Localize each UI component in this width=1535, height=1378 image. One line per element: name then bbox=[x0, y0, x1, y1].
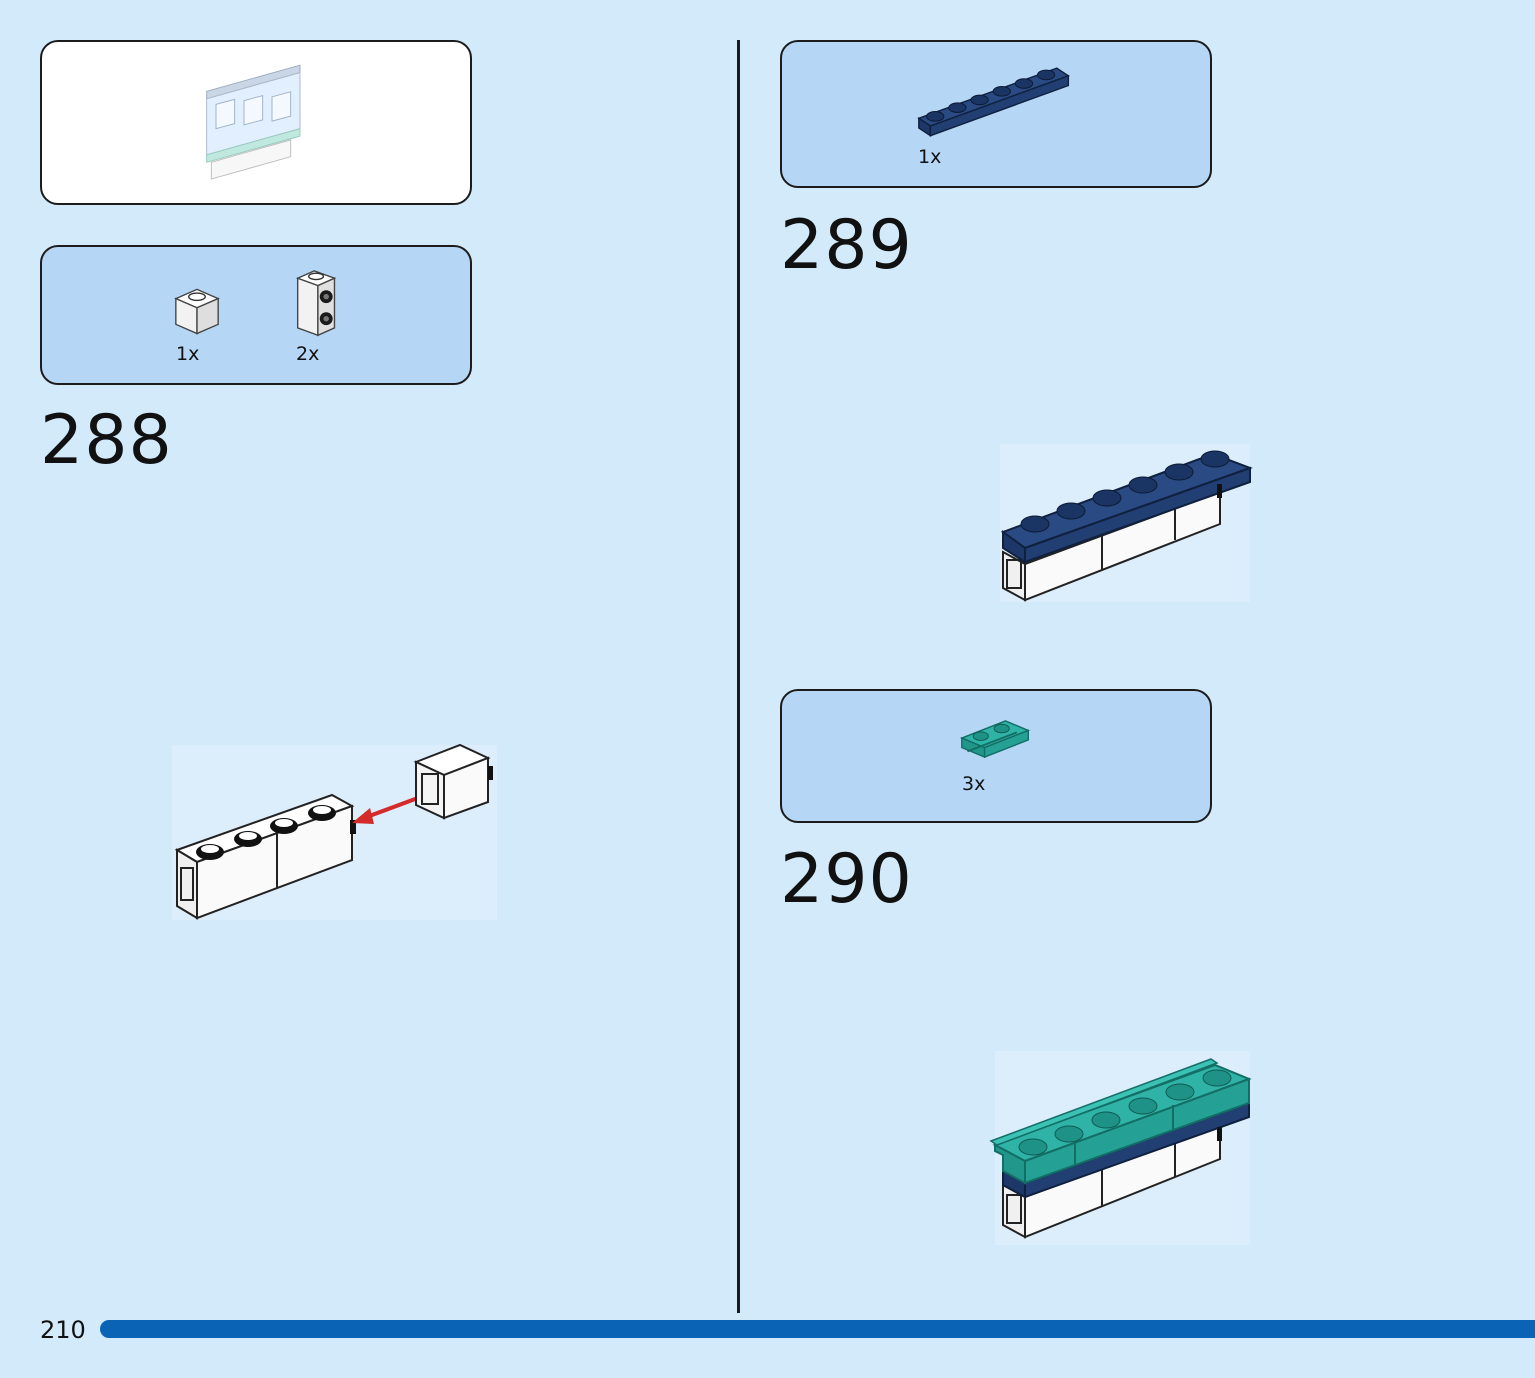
page-number: 210 bbox=[40, 1316, 86, 1344]
step-289-illustration bbox=[1000, 444, 1253, 602]
window-assembly-preview-icon bbox=[206, 64, 301, 180]
submodel-preview-box bbox=[40, 40, 472, 205]
part-qty-2x: 2x bbox=[296, 343, 320, 365]
footer-bar bbox=[100, 1320, 1535, 1338]
column-divider bbox=[737, 40, 740, 1313]
white-brick-1x1-icon bbox=[174, 288, 220, 335]
part-qty-3x: 3x bbox=[962, 773, 986, 795]
parts-list-box-289: 1x bbox=[780, 40, 1212, 188]
step-number-288: 288 bbox=[40, 401, 173, 480]
step-number-289: 289 bbox=[780, 206, 913, 285]
part-qty-1x: 1x bbox=[176, 343, 200, 365]
teal-plate-with-rail-icon bbox=[959, 720, 1031, 759]
step-290-illustration bbox=[989, 1051, 1252, 1245]
part-qty-1x: 1x bbox=[918, 146, 942, 168]
step-288-illustration bbox=[172, 743, 497, 920]
parts-list-box-290: 3x bbox=[780, 689, 1212, 823]
parts-list-box-288: 1x 2x bbox=[40, 245, 472, 385]
white-brick-studs-on-side-icon bbox=[295, 270, 337, 337]
step-number-290: 290 bbox=[780, 840, 913, 919]
dark-blue-plate-1x6-icon bbox=[917, 67, 1070, 138]
